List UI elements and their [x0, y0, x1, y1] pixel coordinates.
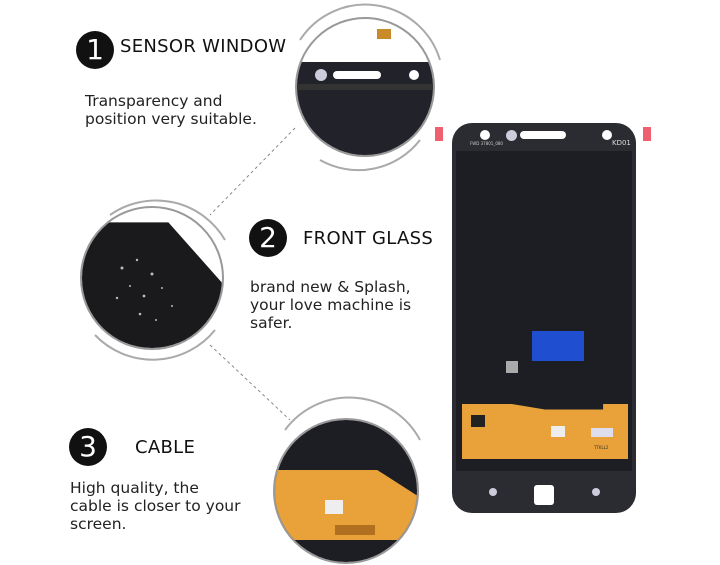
- desc-line: screen.: [70, 515, 127, 533]
- feature-title-front-glass: FRONT GLASS: [303, 228, 434, 249]
- zoom-lens-cable: [273, 418, 419, 564]
- feature-title-sensor-window: SENSOR WINDOW: [120, 36, 287, 57]
- desc-line: High quality, the: [70, 479, 199, 497]
- home-button-slot: [534, 485, 554, 505]
- marker-right: [643, 127, 651, 141]
- feature-title-cable: CABLE: [135, 437, 196, 458]
- marker-left: [435, 127, 443, 141]
- earpiece: [520, 131, 566, 139]
- desc-line: cable is closer to your: [70, 497, 241, 515]
- flex-label: TTKLL2: [594, 445, 609, 450]
- number-badge-3: 3: [69, 428, 107, 466]
- feature-description-2: brand new & Splash, your love machine is…: [250, 278, 411, 332]
- water-droplets: [115, 258, 173, 321]
- number-badge-1: 1: [76, 31, 114, 69]
- front-sensor: [506, 130, 517, 141]
- display-panel: TTKLL2: [456, 151, 632, 471]
- speaker-slot: [333, 71, 381, 79]
- feature-description-3: High quality, the cable is closer to you…: [70, 479, 241, 533]
- zoom-lens-front-glass: [80, 206, 224, 350]
- desc-line: safer.: [250, 314, 293, 332]
- desc-line: position very suitable.: [85, 110, 257, 128]
- panel-code: KD01: [612, 139, 631, 147]
- desc-line: your love machine is: [250, 296, 412, 314]
- number-badge-2: 2: [249, 219, 287, 257]
- panel-label: FWD 37801_080: [470, 141, 503, 146]
- desc-line: brand new & Splash,: [250, 278, 411, 296]
- zoom-lens-sensor-window: [295, 17, 435, 157]
- phone-lcd-assembly: FWD 37801_080 KD01 TTKLL2: [452, 123, 636, 513]
- sensor-icon: [315, 69, 327, 81]
- feature-description-1: Transparency and position very suitable.: [85, 92, 257, 128]
- desc-line: Transparency and: [85, 92, 223, 110]
